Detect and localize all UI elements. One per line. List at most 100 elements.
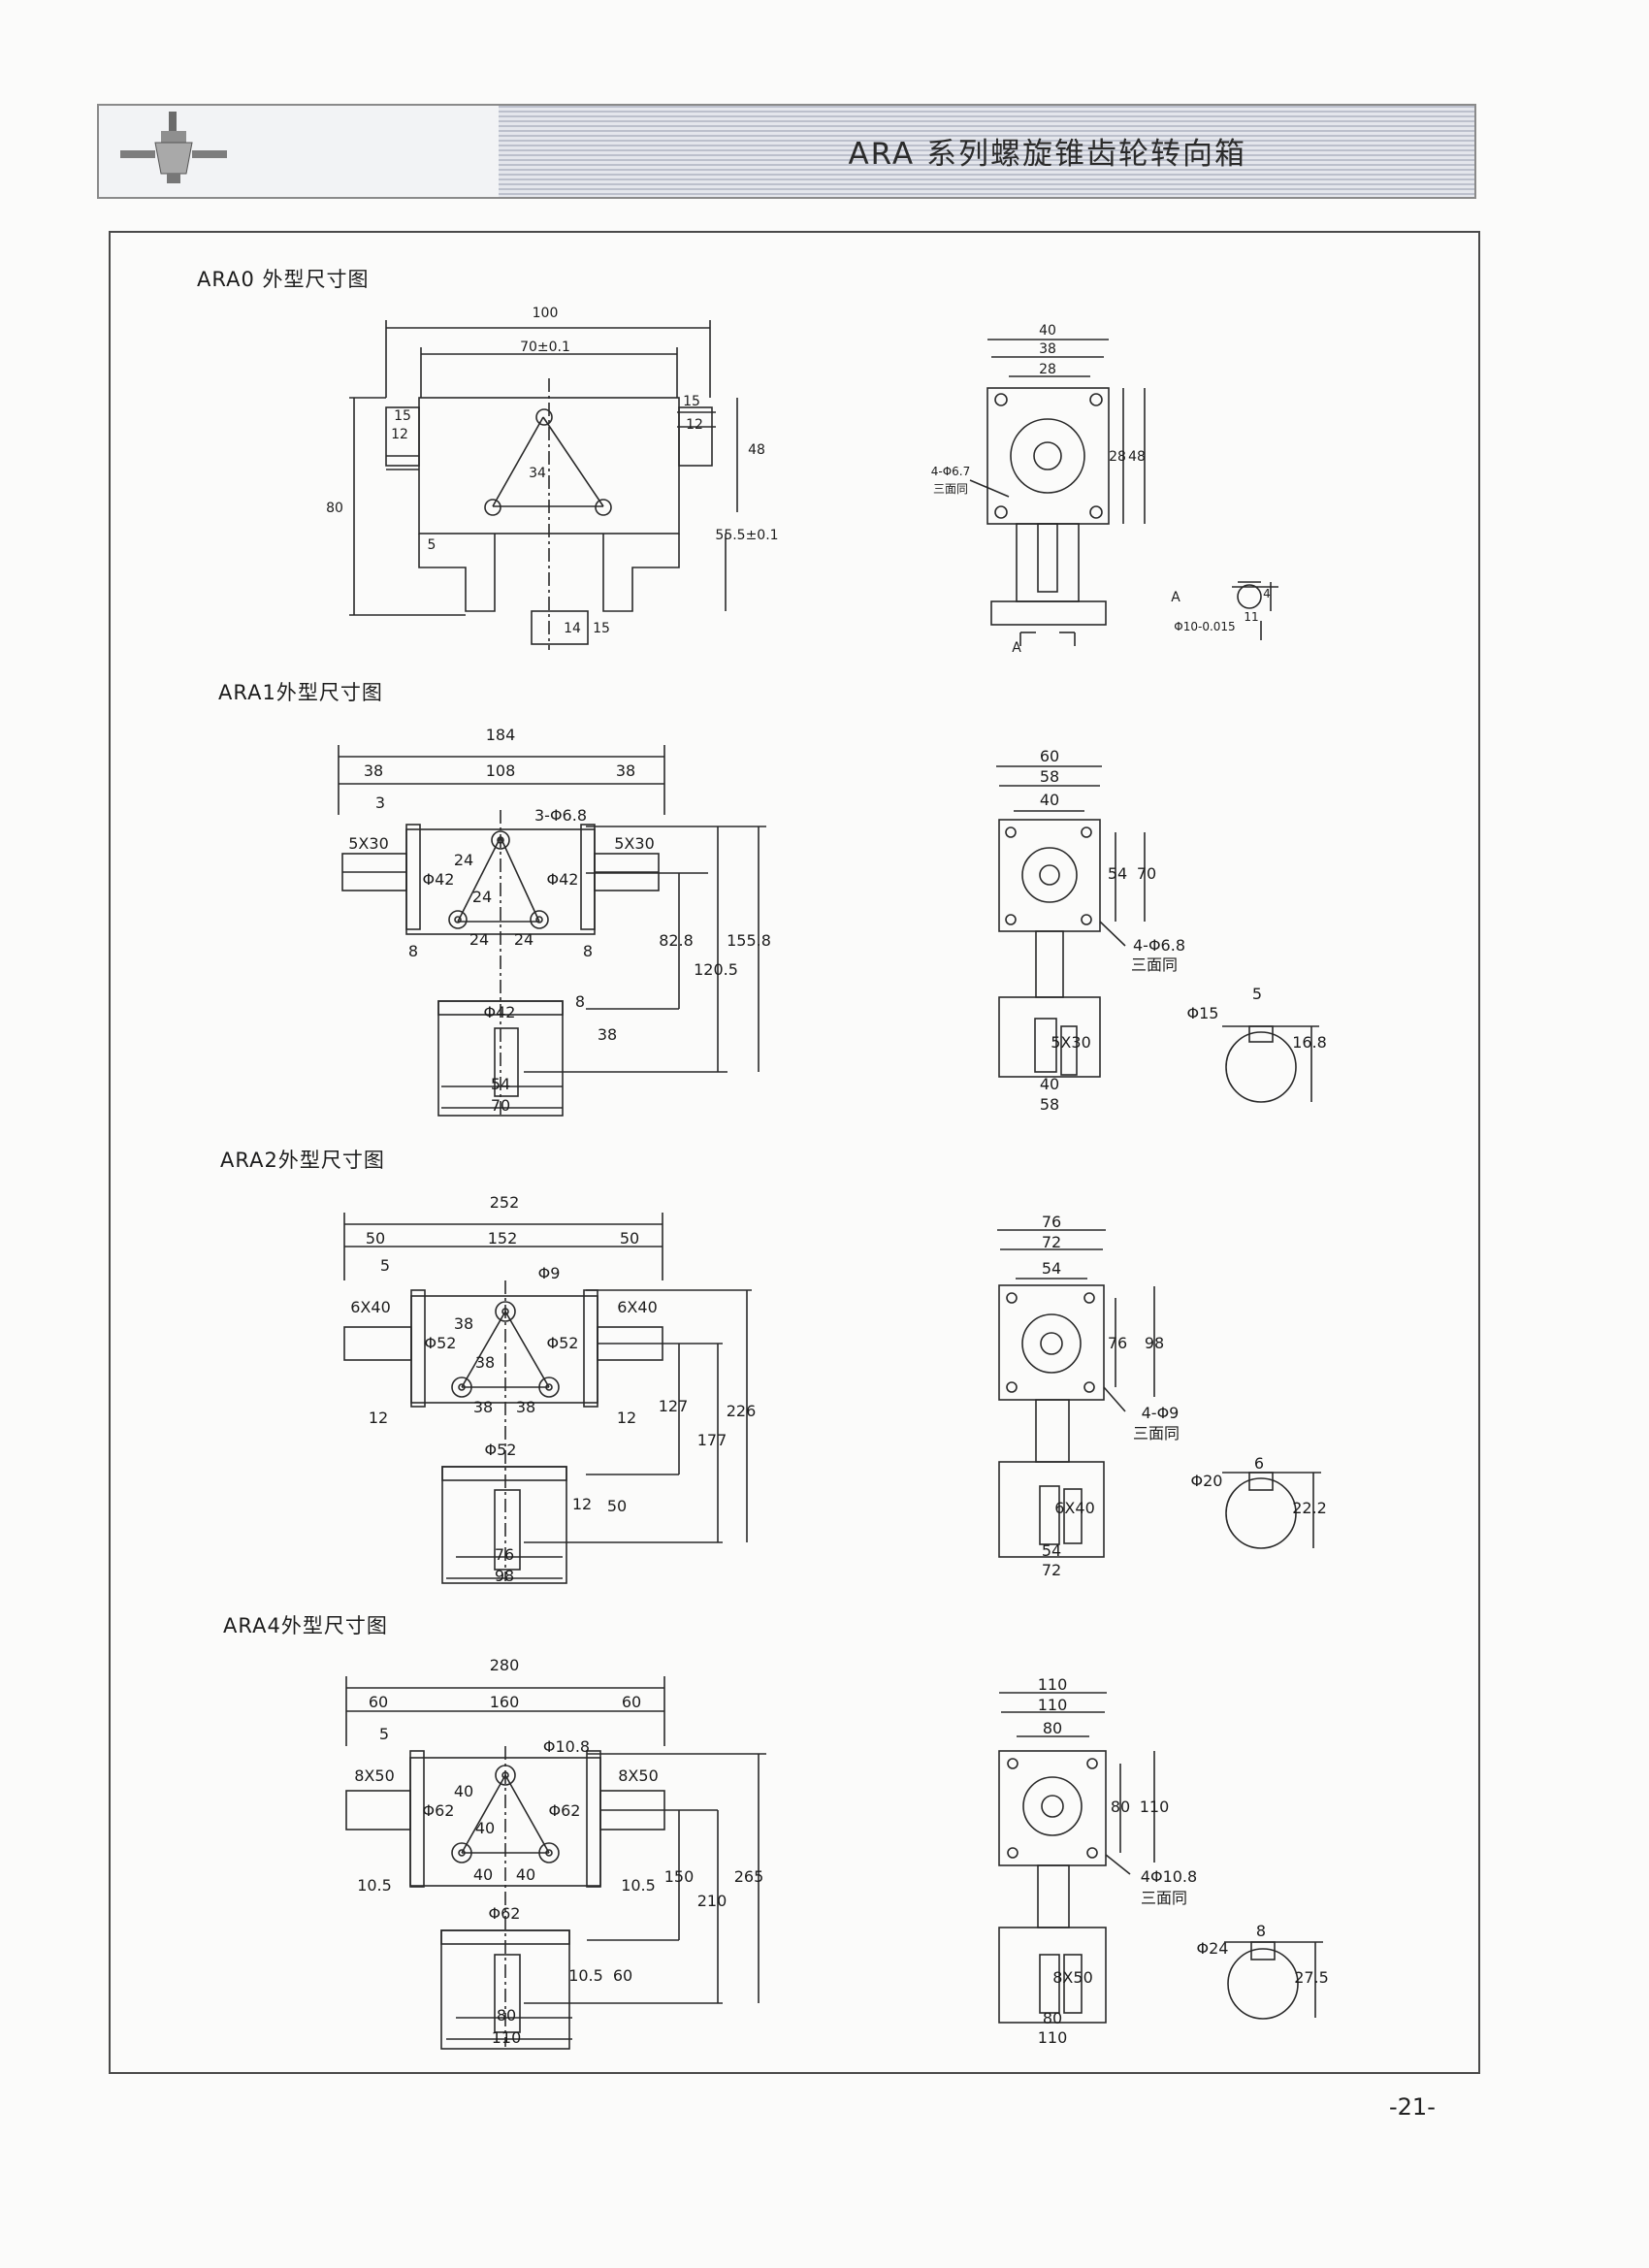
- dim-label: 184: [486, 726, 516, 744]
- dim-label: 15: [394, 408, 411, 424]
- dim-label: 24: [469, 930, 489, 949]
- dim-label: 210: [697, 1892, 728, 1910]
- dim-label: 38: [1039, 341, 1056, 357]
- dim-label: 3: [375, 794, 385, 812]
- dim-label: 80: [326, 501, 343, 516]
- dim-label: 50: [366, 1229, 385, 1247]
- dim-label: 10.5: [568, 1966, 603, 1985]
- dim-label: 5: [380, 1256, 390, 1275]
- dim-label: Φ24: [1197, 1939, 1229, 1958]
- dim-label: 76: [495, 1545, 514, 1564]
- dim-label: 24: [454, 851, 473, 869]
- dim-label: 110: [1038, 2028, 1068, 2047]
- dim-label: A: [1012, 640, 1021, 656]
- dim-label: 三面同: [1133, 1424, 1180, 1442]
- dim-label: 6X40: [617, 1298, 658, 1316]
- page-number: -21-: [1389, 2093, 1436, 2121]
- dim-label: 110: [1038, 1696, 1068, 1714]
- dim-label: 10.5: [621, 1876, 656, 1895]
- dim-label: 5X30: [614, 834, 655, 853]
- dim-label: 12: [391, 427, 408, 442]
- dim-label: 40: [475, 1819, 495, 1837]
- dim-label: 12: [572, 1495, 592, 1513]
- dim-label: Φ15: [1187, 1004, 1219, 1022]
- dim-label: 60: [369, 1693, 388, 1711]
- dim-label: 27.5: [1294, 1968, 1329, 1987]
- dim-label: 三面同: [933, 482, 968, 496]
- dim-label: 4Φ10.8: [1141, 1867, 1197, 1886]
- dim-label: 40: [1040, 1075, 1059, 1093]
- dim-label: Φ62: [549, 1801, 581, 1820]
- dim-label: 54: [491, 1075, 510, 1093]
- section-title-ara0: ARA0 外型尺寸图: [197, 268, 370, 291]
- header-banner: ARA 系列螺旋锥齿轮转向箱: [97, 104, 1476, 199]
- ara1-front-view: [338, 745, 766, 1117]
- dim-label: 28: [1109, 449, 1126, 465]
- dim-label: 40: [1039, 323, 1056, 339]
- dim-label: Φ42: [423, 870, 455, 889]
- dim-label: Φ42: [484, 1003, 516, 1021]
- ara2-side-view: [997, 1229, 1321, 1558]
- dim-label: 120.5: [694, 960, 738, 979]
- dim-label: 110: [492, 2028, 522, 2047]
- dim-label: 10.5: [357, 1876, 392, 1895]
- dim-label: 252: [490, 1193, 520, 1212]
- ara4-dimensions: 280 60 160 60 5 Φ10.8 8X50 8X50 Φ62 40 Φ…: [354, 1656, 1329, 2047]
- section-title-ara2: ARA2外型尺寸图: [220, 1149, 385, 1172]
- dim-label: 58: [1040, 767, 1059, 786]
- dim-label: 38: [473, 1398, 493, 1416]
- dim-label: 28: [1039, 362, 1056, 377]
- dim-label: Φ62: [489, 1904, 521, 1923]
- dim-label: 100: [533, 306, 559, 321]
- dim-label: 38: [364, 761, 383, 780]
- dim-label: 54: [1042, 1541, 1061, 1560]
- dim-label: 4-Φ9: [1142, 1404, 1180, 1422]
- dim-label: 5X30: [1051, 1033, 1091, 1052]
- dim-label: 5: [379, 1725, 389, 1743]
- dim-label: 38: [475, 1353, 495, 1372]
- ara4-front-view: [345, 1676, 766, 2050]
- dim-label: 76: [1108, 1334, 1127, 1352]
- dim-label: 8X50: [618, 1766, 659, 1785]
- dim-label: Φ10-0.015: [1174, 620, 1235, 633]
- dim-label: 280: [490, 1656, 520, 1674]
- dim-label: 11: [1244, 610, 1258, 624]
- dim-label: 177: [697, 1431, 728, 1449]
- dim-label: 4: [1263, 587, 1271, 600]
- dim-label: 54: [1042, 1259, 1061, 1278]
- dim-label: Φ42: [547, 870, 579, 889]
- dim-label: 50: [607, 1497, 627, 1515]
- dim-label: 40: [1040, 791, 1059, 809]
- dim-label: 55.5±0.1: [715, 528, 778, 543]
- dim-label: 5X30: [348, 834, 389, 853]
- ara0-dimensions: 100 70±0.1 15 15 12 12 48 80 34 5 55.5±0…: [326, 306, 1271, 656]
- dim-label: 48: [748, 442, 765, 458]
- dim-label: 98: [1145, 1334, 1164, 1352]
- dim-label: 8X50: [1052, 1968, 1093, 1987]
- section-title-ara4: ARA4外型尺寸图: [223, 1614, 388, 1637]
- dim-label: 12: [369, 1409, 388, 1427]
- dim-label: 108: [486, 761, 516, 780]
- dim-label: A: [1171, 590, 1180, 605]
- dim-label: 8: [1256, 1922, 1266, 1940]
- dim-label: Φ20: [1191, 1472, 1223, 1490]
- dim-label: 5: [1252, 985, 1262, 1003]
- dim-label: 80: [1043, 1719, 1062, 1737]
- dim-label: 80: [497, 2006, 516, 2025]
- dim-label: 24: [472, 888, 492, 906]
- dim-label: 82.8: [659, 931, 694, 950]
- dim-label: 8: [408, 942, 418, 960]
- dim-label: 14: [564, 621, 581, 636]
- dim-label: 60: [1040, 747, 1059, 765]
- section-title-ara1: ARA1外型尺寸图: [218, 681, 383, 704]
- dim-label: 6X40: [350, 1298, 391, 1316]
- dim-label: 72: [1042, 1561, 1061, 1579]
- dim-label: 38: [616, 761, 635, 780]
- gearbox-logo: [99, 106, 254, 197]
- dim-label: 70: [491, 1096, 510, 1115]
- drawing-frame: [109, 231, 1480, 2074]
- dim-label: 15: [683, 394, 700, 409]
- dim-label: 40: [473, 1865, 493, 1884]
- dim-label: 3-Φ6.8: [534, 806, 587, 825]
